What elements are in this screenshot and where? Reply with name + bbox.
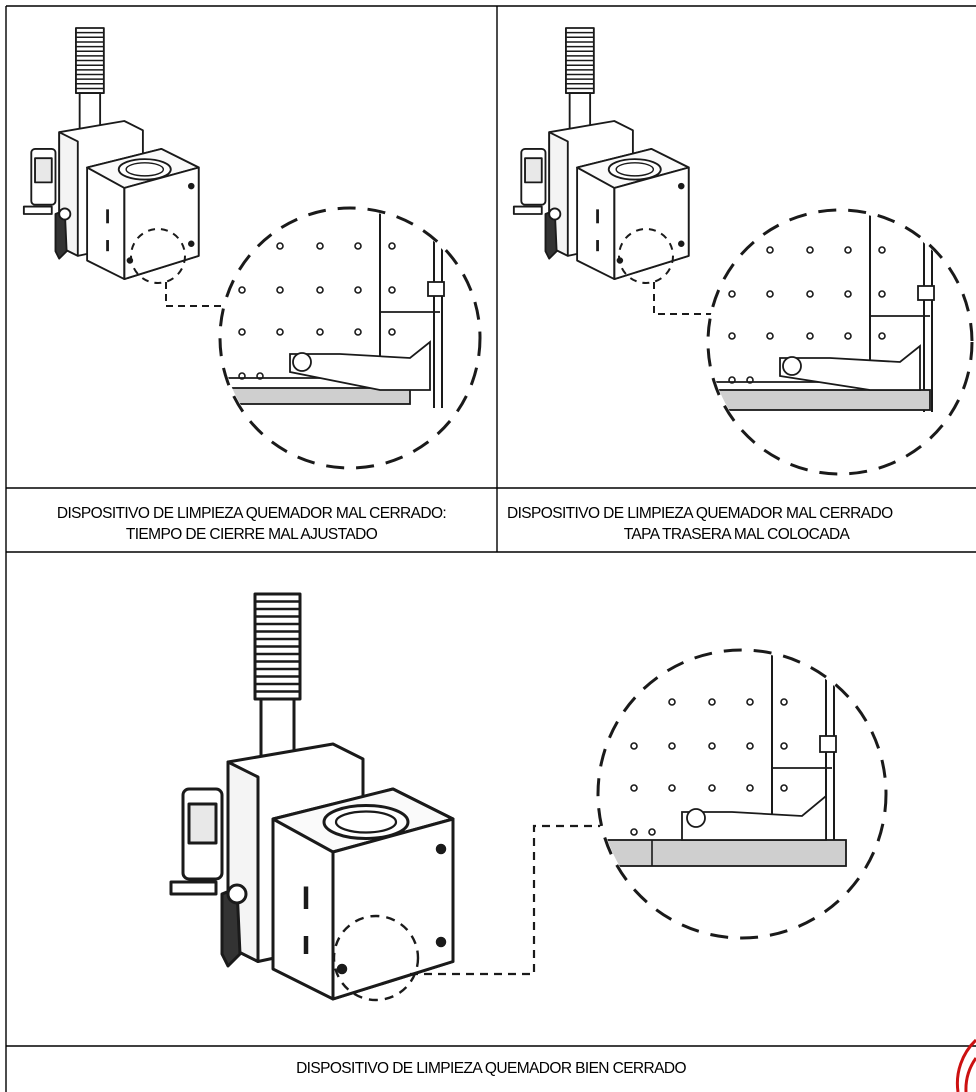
detail-magnifier-icon (706, 208, 974, 476)
caption-line-2: TIEMPO DE CIERRE MAL AJUSTADO (125, 526, 378, 543)
caption-line-2: TAPA TRASERA MAL COLOCADA (623, 526, 850, 543)
detail-magnifier-icon (596, 648, 888, 940)
panel-2-illustration (512, 26, 974, 476)
caption-line-1: DISPOSITIVO DE LIMPIEZA QUEMADOR BIEN CE… (296, 1060, 686, 1077)
detail-magnifier-icon (218, 206, 482, 470)
stamp-arc-icon (955, 1038, 976, 1092)
burner-illustration-icon (171, 594, 453, 999)
table-frame (5, 5, 976, 1092)
panel-3-caption: DISPOSITIVO DE LIMPIEZA QUEMADOR BIEN CE… (6, 1058, 976, 1079)
burner-illustration-icon (22, 26, 201, 281)
panel-1-caption: DISPOSITIVO DE LIMPIEZA QUEMADOR MAL CER… (6, 503, 497, 545)
panel-3-illustration (171, 594, 888, 1000)
panel-2-caption: DISPOSITIVO DE LIMPIEZA QUEMADOR MAL CER… (497, 503, 976, 545)
caption-line-1: DISPOSITIVO DE LIMPIEZA QUEMADOR MAL CER… (56, 505, 447, 522)
caption-line-1: DISPOSITIVO DE LIMPIEZA QUEMADOR MAL CER… (507, 505, 893, 522)
panel-1-illustration (22, 26, 482, 470)
burner-illustration-icon (512, 26, 691, 281)
